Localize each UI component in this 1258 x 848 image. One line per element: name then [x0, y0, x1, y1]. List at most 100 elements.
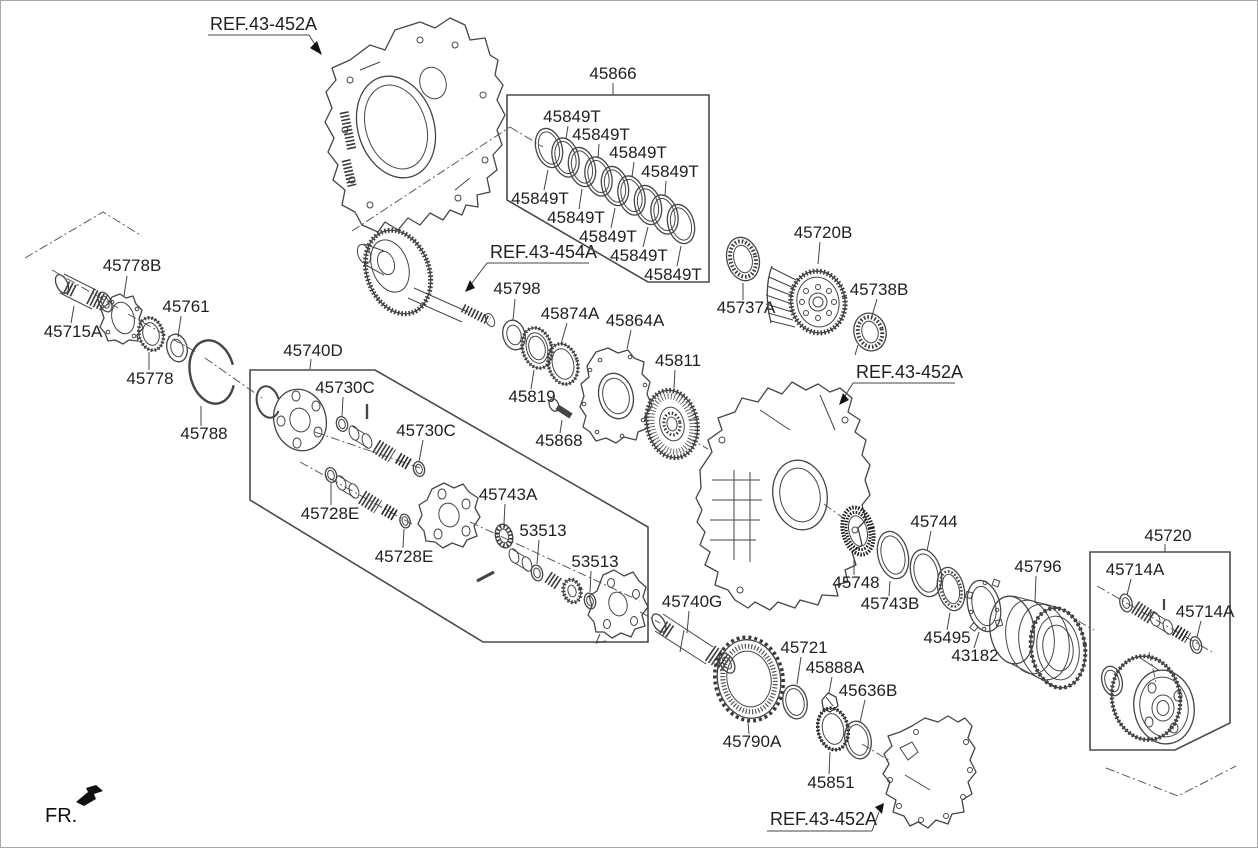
label-45744: 45744 [910, 512, 957, 531]
part-45761-washer [166, 333, 188, 363]
part-carrier-front [272, 388, 328, 452]
label-45720: 45720 [1144, 526, 1191, 545]
part-45888a-clip [821, 692, 839, 713]
ref-top-case-text: REF.43-452A [210, 14, 317, 34]
part-45743a-bearing [494, 523, 514, 549]
part-pinion-shaft-2 [335, 475, 360, 499]
rear-planet-box: 45720 45714A 45714A [1089, 526, 1235, 751]
clutch-pack-box: 45866 45849T 45849T 45849T 45849T 45849T… [506, 64, 710, 284]
transaxle-case-top-drawing [324, 17, 506, 233]
part-pinion-shaft-4 [1149, 611, 1174, 635]
ref-label-bottom-case: REF.43-452A [767, 803, 884, 832]
input-shaft-drawing [356, 227, 496, 328]
label-45714A-1: 45714A [1106, 560, 1165, 579]
part-45864a-support [579, 347, 653, 444]
left-parts-group: 45715A 45778B 45778 45761 45788 [44, 256, 236, 443]
label-45849T-4: 45849T [641, 162, 699, 181]
right-row-group: 45748 45743B 45744 45495 [832, 505, 1088, 690]
label-45761: 45761 [162, 297, 209, 316]
label-45778: 45778 [126, 369, 173, 388]
label-45728E-2: 45728E [375, 547, 434, 566]
part-45819-race [520, 326, 554, 370]
part-45740g-shaft [651, 613, 736, 674]
part-45738b-bearing [853, 312, 887, 356]
label-45849T-7: 45849T [579, 227, 637, 246]
label-53513-1: 53513 [519, 521, 566, 540]
ref-bottom-case-text: REF.43-452A [770, 809, 877, 829]
part-45874a-race [546, 342, 580, 386]
ref-shaft-text: REF.43-454A [490, 242, 597, 262]
label-45728E-1: 45728E [301, 504, 360, 523]
label-45819: 45819 [508, 387, 555, 406]
diff-gear-group: 45737A 45720B 45738B [717, 223, 908, 356]
label-45849T-6: 45849T [547, 208, 605, 227]
label-45740G: 45740G [662, 592, 723, 611]
part-45811-gear [644, 387, 700, 461]
part-rear-planet-carrier [1109, 654, 1195, 745]
label-45730C-1: 45730C [315, 378, 375, 397]
label-45730C-2: 45730C [396, 421, 456, 440]
part-pinion-shaft-1 [348, 425, 373, 449]
front-planet-box: 45740D [249, 341, 649, 644]
mid-parts-group: 45798 45819 45874A 45868 [493, 279, 701, 461]
label-45737A: 45737A [717, 298, 776, 317]
label-45790A: 45790A [723, 732, 782, 751]
label-45721: 45721 [780, 638, 827, 657]
fr-direction-marker: FR. [45, 785, 103, 827]
part-45720b-final-gear [765, 265, 848, 336]
label-45811: 45811 [655, 351, 701, 370]
bottom-parts-group: 45740G 45790A 45721 45888A [651, 592, 898, 792]
label-45788: 45788 [180, 424, 227, 443]
part-45744-ring [909, 548, 943, 598]
label-53513-2: 53513 [571, 552, 618, 571]
label-45796: 45796 [1014, 557, 1061, 576]
fr-arrow-icon [76, 785, 103, 806]
label-45849T-8: 45849T [610, 246, 668, 265]
transaxle-case-bottom-drawing [882, 715, 977, 829]
label-45849T-9: 45849T [644, 265, 702, 284]
label-45866: 45866 [589, 64, 636, 83]
part-45798-ring [502, 319, 526, 351]
label-45714A-2: 45714A [1176, 602, 1235, 621]
label-45743A: 45743A [479, 485, 538, 504]
part-43182-retainer [964, 578, 1004, 633]
part-pinion-gear [561, 577, 583, 605]
part-45737a-bearing [725, 236, 761, 282]
label-45849T-3: 45849T [609, 143, 667, 162]
part-carrier-rear [587, 569, 649, 644]
label-45868: 45868 [535, 431, 582, 450]
label-45720B: 45720B [794, 223, 853, 242]
part-45748-plate [840, 505, 876, 557]
label-45888A: 45888A [806, 658, 865, 677]
part-45778-washer [136, 316, 166, 352]
part-pinion-shaft-3 [508, 548, 533, 572]
label-45636B: 45636B [839, 681, 898, 700]
label-45849T-1: 45849T [543, 107, 601, 126]
part-45721-ring [782, 684, 808, 720]
label-45495: 45495 [923, 628, 970, 647]
part-45790a-ring-gear [712, 635, 786, 723]
part-45495-ring [936, 566, 966, 612]
ref-mid-case-text: REF.43-452A [856, 362, 963, 382]
label-45849T-2: 45849T [572, 125, 630, 144]
part-45743b-ring [876, 530, 910, 580]
label-45849T-5: 45849T [511, 189, 569, 208]
part-45796-drum [989, 595, 1088, 690]
part-carrier-mid [417, 482, 481, 549]
label-45748: 45748 [832, 573, 879, 592]
ref-label-top-case: REF.43-452A [208, 14, 322, 55]
label-45798: 45798 [493, 279, 540, 298]
part-45715a-shaft [54, 273, 113, 313]
ref-label-shaft: REF.43-454A [465, 242, 597, 292]
part-45778b-bracket [99, 293, 144, 345]
part-45868-bolt [548, 398, 573, 419]
part-45788-snap-ring [188, 339, 236, 405]
label-45874A: 45874A [541, 304, 600, 323]
label-45740D: 45740D [283, 341, 343, 360]
label-45743B: 45743B [861, 594, 920, 613]
clutch-discs-45849T [534, 127, 696, 245]
label-43182: 43182 [951, 646, 998, 665]
label-45778B: 45778B [103, 256, 162, 275]
label-45851: 45851 [807, 773, 854, 792]
